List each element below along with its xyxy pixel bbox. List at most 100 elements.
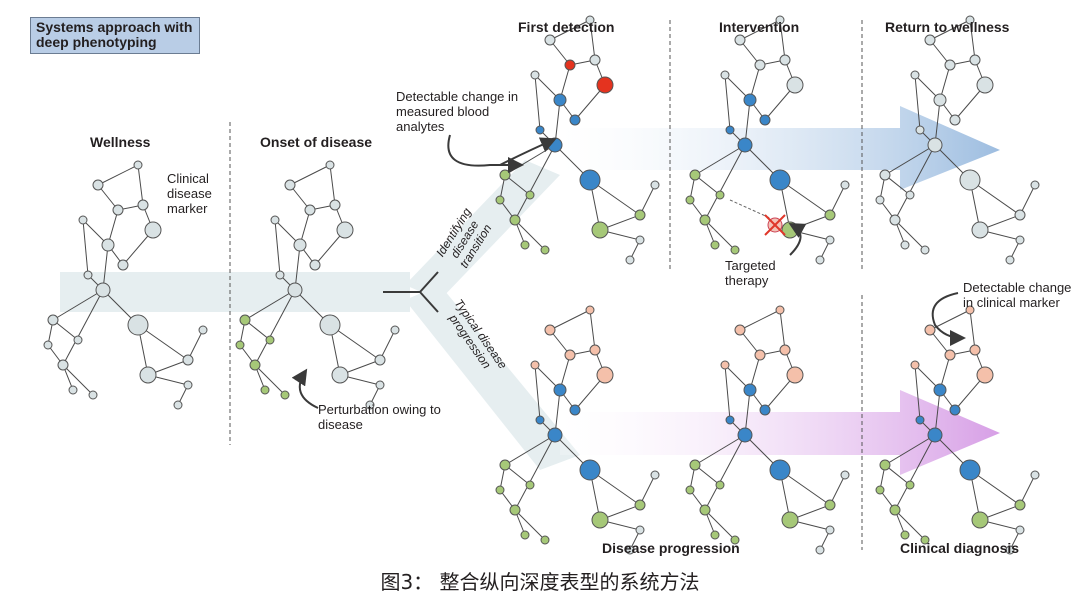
network-node — [969, 54, 981, 66]
network-edge — [694, 434, 746, 466]
network-node — [689, 459, 701, 471]
network-node — [530, 360, 540, 370]
network-edge — [829, 474, 846, 506]
network-edge — [514, 434, 556, 511]
network-edge — [62, 289, 104, 366]
network-edge — [929, 19, 971, 41]
network-edge — [969, 309, 976, 351]
network-edge — [934, 99, 941, 146]
network-node — [509, 214, 521, 226]
network-node — [905, 190, 915, 200]
network-node — [1014, 499, 1026, 511]
network-node — [927, 427, 943, 443]
network-edge — [534, 74, 541, 131]
network-node — [525, 190, 535, 200]
title-box: Systems approach with deep phenotyping — [30, 17, 200, 54]
network-edge — [187, 329, 204, 361]
network-node — [900, 530, 910, 540]
figure-caption: 图3： 整合纵向深度表型的系统方法 — [380, 570, 700, 594]
network-node — [634, 499, 646, 511]
network-node — [825, 235, 835, 245]
network-node — [635, 525, 645, 535]
network-node — [249, 359, 261, 371]
network-node — [730, 245, 740, 255]
network-node — [710, 530, 720, 540]
network-edge — [704, 434, 746, 511]
label-detectable-blood: Detectable change in measured blood anal… — [396, 89, 519, 134]
network-node — [133, 160, 143, 170]
network-node — [824, 499, 836, 511]
network-node — [720, 70, 730, 80]
network-node — [235, 340, 245, 350]
network-node — [92, 179, 104, 191]
network-node — [183, 380, 193, 390]
network-edge — [894, 219, 926, 251]
network-node — [775, 15, 785, 25]
network-node — [239, 314, 251, 326]
network-node — [689, 169, 701, 181]
lower-branch-band — [405, 285, 580, 470]
network-node — [509, 504, 521, 516]
network-onset — [235, 160, 400, 410]
network-node — [650, 180, 660, 190]
network-node — [754, 349, 766, 361]
network-node — [589, 344, 601, 356]
network-node — [47, 314, 59, 326]
network-node — [520, 240, 530, 250]
network-edge — [894, 434, 936, 511]
network-edge — [704, 144, 746, 221]
network-node — [43, 340, 53, 350]
network-edge — [704, 509, 736, 541]
network-node — [596, 76, 614, 94]
network-edge — [274, 219, 281, 276]
network-node — [495, 485, 505, 495]
network-wellness — [43, 160, 208, 410]
network-node — [520, 530, 530, 540]
network-node — [625, 545, 635, 555]
network-node — [585, 305, 595, 315]
network-node — [959, 459, 981, 481]
blood-change-arrow-2 — [499, 137, 557, 166]
network-node — [634, 209, 646, 221]
network-node — [949, 114, 961, 126]
network-node — [540, 245, 550, 255]
network-node — [579, 169, 601, 191]
network-node — [365, 400, 375, 410]
network-node — [495, 195, 505, 205]
network-node — [83, 270, 93, 280]
network-node — [971, 221, 989, 239]
network-edge — [779, 309, 786, 351]
label-clinical-marker: Clinical disease marker — [167, 171, 212, 216]
network-node — [544, 324, 556, 336]
network-node — [910, 360, 920, 370]
network-node — [635, 235, 645, 245]
network-node — [375, 380, 385, 390]
network-progression-1 — [495, 305, 660, 555]
network-node — [965, 15, 975, 25]
blood-change-arrow — [447, 134, 524, 173]
network-progression-2 — [685, 305, 850, 555]
network-edge — [639, 184, 656, 216]
network-first-detection — [495, 15, 660, 265]
network-node — [1015, 525, 1025, 535]
network-node — [910, 70, 920, 80]
network-edge — [289, 164, 331, 186]
network-return — [875, 15, 1040, 265]
network-edge — [244, 289, 296, 321]
network-node — [1030, 470, 1040, 480]
network-node — [68, 385, 78, 395]
network-edge — [254, 289, 296, 366]
network-node — [374, 354, 386, 366]
network-node — [569, 114, 581, 126]
network-node — [889, 504, 901, 516]
heading-return: Return to wellness — [885, 19, 1010, 35]
network-node — [781, 511, 799, 529]
network-edge — [829, 184, 846, 216]
branch-fork — [383, 271, 439, 313]
network-node — [144, 221, 162, 239]
network-node — [390, 325, 400, 335]
network-node — [569, 404, 581, 416]
heading-diagnosis: Clinical diagnosis — [900, 540, 1020, 556]
therapy-arrow — [788, 223, 807, 256]
